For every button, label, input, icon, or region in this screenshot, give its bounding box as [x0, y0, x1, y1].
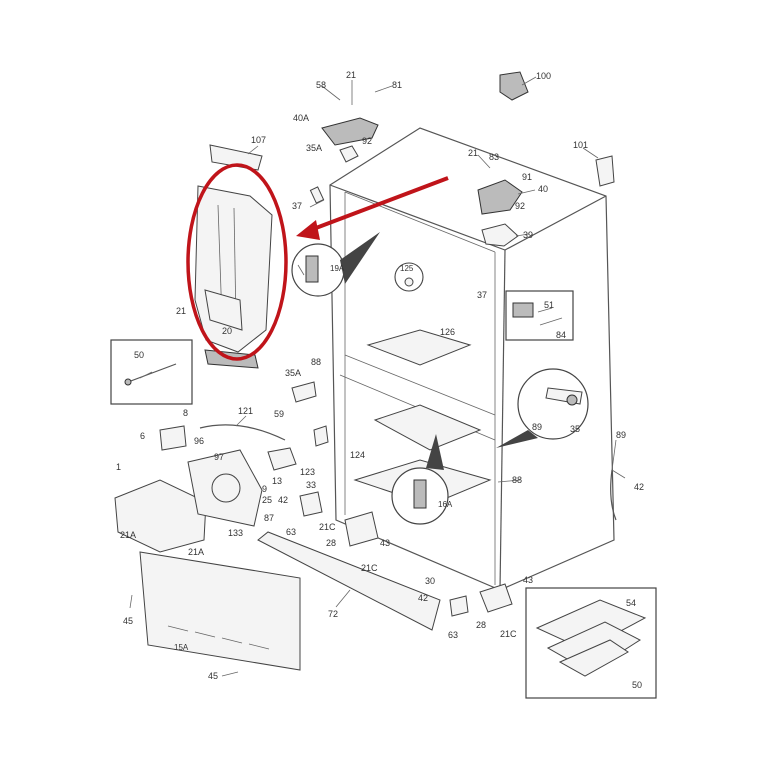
part-label-123: 123: [300, 467, 315, 477]
part-label-21c-1: 21C: [319, 522, 336, 532]
part-label-13: 13: [272, 476, 282, 486]
detail-callout-top-left: [291, 232, 380, 297]
inset-box-drawer: [525, 587, 657, 699]
part-labels: 58 21 81 100 40A 107 92 35A 21 83 101 91…: [116, 70, 644, 690]
part-label-88b: 88: [512, 475, 522, 485]
part-label-84: 84: [556, 330, 566, 340]
top-hinge-parts: [309, 71, 615, 247]
part-label-40: 40: [538, 184, 548, 194]
part-label-58: 58: [316, 80, 326, 90]
lower-front-parts: [114, 381, 513, 671]
part-label-54: 54: [626, 598, 636, 608]
part-label-8: 8: [183, 408, 188, 418]
part-label-6: 6: [140, 431, 145, 441]
part-label-51: 51: [544, 300, 554, 310]
part-label-35: 35: [570, 424, 580, 434]
part-label-63b: 63: [448, 630, 458, 640]
part-label-28b: 28: [476, 620, 486, 630]
part-label-21c-2: 21C: [361, 563, 378, 573]
detail-callout-bottom: [391, 434, 449, 525]
part-label-121: 121: [238, 406, 253, 416]
part-label-59: 59: [274, 409, 284, 419]
part-label-50: 50: [134, 350, 144, 360]
highlight-arrow: [296, 176, 449, 240]
part-label-96: 96: [194, 436, 204, 446]
part-label-88: 88: [311, 357, 321, 367]
part-label-45a: 45: [123, 616, 133, 626]
part-label-87: 87: [264, 513, 274, 523]
part-label-9: 9: [262, 484, 267, 494]
part-label-40a: 40A: [293, 113, 309, 123]
part-label-101: 101: [573, 140, 588, 150]
part-label-43a: 43: [380, 538, 390, 548]
part-label-91: 91: [522, 172, 532, 182]
part-label-19a: 19A: [330, 264, 345, 273]
leader-lines: [129, 76, 617, 677]
part-label-83: 83: [489, 152, 499, 162]
part-label-89: 89: [532, 422, 542, 432]
part-label-43b: 43: [523, 575, 533, 585]
part-label-21a-a: 21A: [120, 530, 136, 540]
part-label-45b: 45: [208, 671, 218, 681]
part-label-124: 124: [350, 450, 365, 460]
part-label-30: 30: [425, 576, 435, 586]
detail-callout-126: [394, 262, 424, 292]
part-label-107: 107: [251, 135, 266, 145]
part-label-100: 100: [536, 71, 551, 81]
part-label-50b: 50: [632, 680, 642, 690]
part-label-21c: 21: [176, 306, 186, 316]
part-label-16a: 16A: [438, 500, 453, 509]
part-label-42a: 42: [634, 482, 644, 492]
part-label-37a: 37: [292, 201, 302, 211]
part-label-92b: 92: [515, 201, 525, 211]
part-label-89b: 89: [616, 430, 626, 440]
part-label-37b: 37: [477, 290, 487, 300]
part-label-133: 133: [228, 528, 243, 538]
part-label-63: 63: [286, 527, 296, 537]
part-label-20: 20: [222, 326, 232, 336]
grille-slots: [167, 625, 270, 650]
part-label-97: 97: [214, 452, 224, 462]
part-label-1: 1: [116, 462, 121, 472]
part-label-42b: 42: [278, 495, 288, 505]
part-label-125: 125: [400, 264, 414, 273]
air-duct-assembly: [194, 144, 273, 369]
detail-callout-right: [496, 368, 589, 448]
part-label-21a-b: 21A: [188, 547, 204, 557]
highlight-circle: [186, 163, 288, 361]
part-label-15a: 15A: [174, 643, 189, 652]
part-label-25: 25: [262, 495, 272, 505]
part-label-72: 72: [328, 609, 338, 619]
part-label-35a: 35A: [306, 143, 322, 153]
part-label-92a: 92: [362, 136, 372, 146]
part-label-33: 33: [306, 480, 316, 490]
part-label-35a-b: 35A: [285, 368, 301, 378]
part-label-126: 126: [440, 327, 455, 337]
side-bracket: [610, 469, 626, 521]
part-label-39: 39: [523, 230, 533, 240]
part-label-21: 21: [346, 70, 356, 80]
part-label-42c: 42: [418, 593, 428, 603]
part-label-81: 81: [392, 80, 402, 90]
inset-box-right: [505, 290, 574, 341]
part-label-21b: 21: [468, 148, 478, 158]
part-label-28a: 28: [326, 538, 336, 548]
part-label-21c-3: 21C: [500, 629, 517, 639]
